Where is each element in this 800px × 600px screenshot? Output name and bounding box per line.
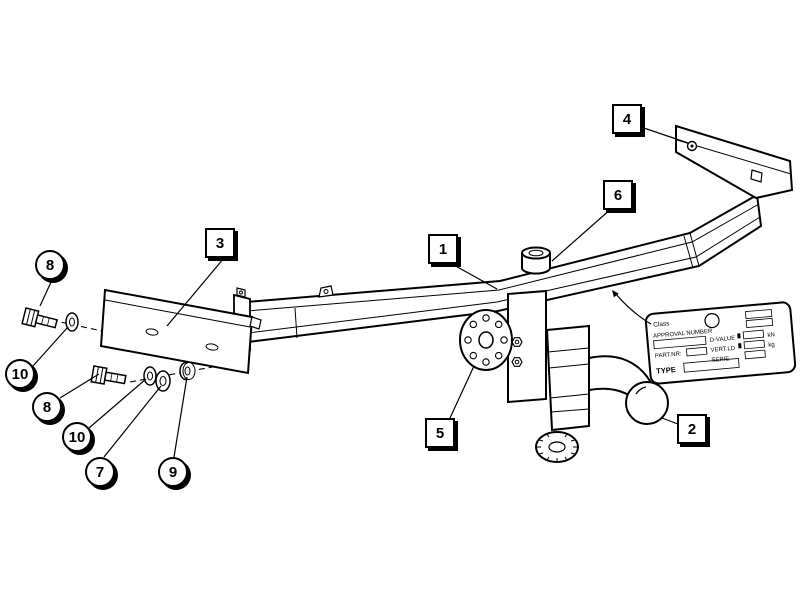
type-plate-approval: APPROVAL NUMBER (653, 329, 713, 340)
beam-tab (318, 285, 334, 298)
leader-line-8-upper (39, 279, 53, 307)
leader-line-3 (166, 257, 225, 327)
type-plate-arrow (612, 290, 652, 325)
callout-9: 9 (158, 457, 188, 487)
callout-5: 5 (425, 418, 455, 448)
bolt-lower (90, 365, 127, 385)
spacer-pad (521, 246, 551, 275)
leader-line-6 (551, 207, 613, 262)
leader-line-9 (173, 376, 188, 458)
flange-disc (459, 309, 513, 371)
type-plate: Class APPROVAL NUMBER D-VALUE kN VERT.LD… (644, 301, 797, 385)
washer-10-upper (65, 312, 79, 332)
leader-line-4 (640, 126, 689, 144)
callout-7: 7 (85, 457, 115, 487)
tow-ball (625, 381, 669, 425)
callout-8-upper: 8 (35, 250, 65, 280)
handwheel (535, 431, 579, 463)
leader-line-5 (449, 365, 475, 419)
callout-2: 2 (677, 414, 707, 444)
type-plate-dvalue-unit: kN (767, 332, 775, 339)
leader-line-8-lower (59, 373, 100, 399)
leader-line-7 (103, 385, 162, 458)
side-plate (99, 288, 262, 375)
type-plate-class: Class (653, 320, 671, 328)
callout-1: 1 (428, 234, 458, 264)
leader-line-10-lower (88, 378, 147, 429)
callout-10-lower: 10 (62, 422, 92, 452)
leader-lines (32, 126, 689, 458)
crossbar-beam (244, 193, 763, 344)
callout-6: 6 (603, 180, 633, 210)
bolt-upper (21, 307, 58, 329)
washer-7 (155, 370, 171, 392)
mounting-plate (507, 289, 547, 404)
type-plate-vertload-unit: kg (768, 342, 775, 349)
callout-3: 3 (205, 228, 235, 258)
type-plate-dvalue: D-VALUE (710, 336, 736, 344)
type-plate-vertload: VERT.LD (710, 346, 736, 354)
type-plate-type: TYPE (656, 365, 676, 376)
type-plate-partnr: PART.NR: (655, 351, 683, 359)
approval-mark-icon (704, 313, 720, 329)
callout-4: 4 (612, 104, 642, 134)
leader-line-10-upper (32, 326, 69, 367)
ball-housing (545, 324, 590, 432)
leader-line-1 (451, 263, 498, 290)
callout-8-lower: 8 (32, 392, 62, 422)
washer-10-lower (143, 366, 157, 386)
washer-9 (179, 361, 196, 381)
callout-10-upper: 10 (5, 359, 35, 389)
end-bracket (675, 124, 794, 200)
leader-line-2 (661, 417, 679, 425)
